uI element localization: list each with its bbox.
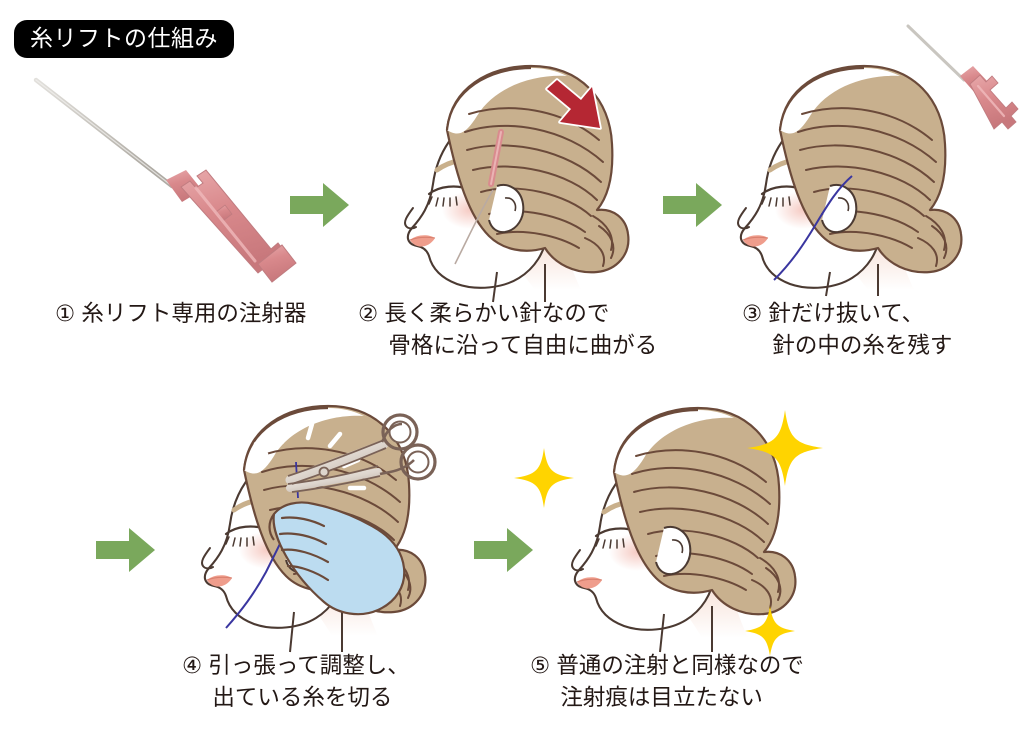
nose	[403, 207, 417, 230]
step-1-caption: ① 糸リフト専用の注射器	[55, 298, 306, 330]
nose	[736, 207, 750, 230]
step-2-caption-line-2: 骨格に沿って自由に曲がる	[388, 332, 658, 358]
hair	[778, 64, 963, 274]
right-arrow-icon	[474, 528, 533, 572]
syringe-flange	[257, 244, 297, 283]
step-3-caption-line-1: ③ 針だけ抜いて、	[742, 301, 925, 326]
step-4-caption-line-1: ④ 引っ張って調整し、	[182, 653, 410, 678]
flow-arrow-3-to-4	[96, 527, 156, 573]
lips	[742, 235, 769, 247]
step-1-illustration	[20, 66, 310, 286]
thread-icon	[773, 175, 853, 281]
needle-shaft	[33, 77, 175, 189]
flow-arrow-1-to-2	[290, 182, 350, 228]
step-4-illustration	[178, 396, 478, 653]
flow-arrow-4-to-5	[474, 527, 534, 573]
step-2-caption-line-1: ② 長く柔らかい針なので	[358, 301, 610, 326]
step-4-caption-line-2: 出ている糸を切る	[212, 684, 393, 710]
syringe-barrel	[180, 169, 286, 274]
step-1-caption-line-1: ① 糸リフト専用の注射器	[55, 301, 307, 326]
right-arrow-icon	[290, 183, 349, 227]
scissors-icon	[285, 413, 437, 493]
step-4-caption: ④ 引っ張って調整し、 出ている糸を切る	[182, 650, 410, 714]
lips	[409, 235, 436, 247]
step-3-caption-line-2: 針の中の糸を残す	[772, 332, 953, 358]
needle-icon	[488, 129, 504, 187]
lips	[206, 575, 233, 587]
sparkle-star-icon	[747, 410, 823, 486]
flow-arrow-2-to-3	[663, 182, 723, 228]
gloved-hand-icon	[268, 501, 406, 616]
syringe-icon	[906, 24, 1019, 130]
syringe-icon	[33, 77, 297, 283]
red-arrow-icon	[545, 78, 602, 130]
lips	[576, 577, 603, 589]
step-5-illustration	[508, 396, 828, 656]
nose	[200, 547, 214, 570]
step-2-illustration	[385, 58, 660, 303]
needle-path-line	[454, 189, 494, 265]
sparkle-star-icon	[745, 606, 795, 656]
hair	[612, 406, 797, 616]
step-3-caption: ③ 針だけ抜いて、 針の中の糸を残す	[742, 298, 952, 362]
step-5-caption-line-2: 注射痕は目立たない	[560, 684, 763, 710]
nose	[570, 549, 584, 572]
step-5-caption-line-1: ⑤ 普通の注射と同様なので	[530, 653, 804, 678]
step-2-caption: ② 長く柔らかい針なので 骨格に沿って自由に曲がる	[358, 298, 657, 362]
sparkle-star-icon	[514, 448, 574, 508]
step-5-caption: ⑤ 普通の注射と同様なので 注射痕は目立たない	[530, 650, 804, 714]
right-arrow-icon	[663, 183, 722, 227]
right-arrow-icon	[96, 528, 155, 572]
step-3-illustration	[718, 24, 1019, 297]
page-title: 糸リフトの仕組み	[14, 20, 234, 59]
